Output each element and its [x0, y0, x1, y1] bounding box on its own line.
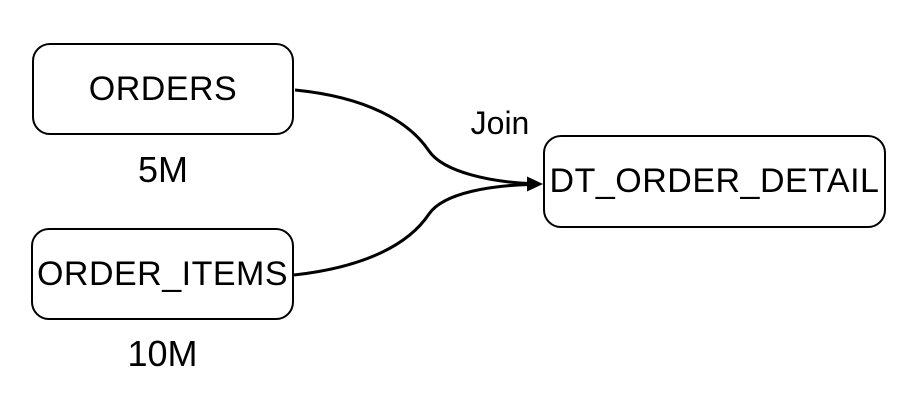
order-items-row-count: 10M — [127, 333, 198, 374]
node-order-items: ORDER_ITEMS — [31, 228, 294, 320]
node-order-items-label: ORDER_ITEMS — [36, 254, 289, 293]
orders-row-count: 5M — [137, 149, 188, 190]
node-dt-order-detail-label: DT_ORDER_DETAIL — [549, 162, 880, 200]
node-dt-order-detail: DT_ORDER_DETAIL — [543, 135, 886, 228]
arrowhead-icon — [527, 176, 543, 192]
join-edge-label: Join — [470, 105, 530, 141]
node-orders: ORDERS — [32, 43, 294, 135]
node-orders-label: ORDERS — [88, 69, 238, 108]
edge-orders-to-detail — [294, 88, 530, 185]
edge-order-items-to-detail — [293, 183, 530, 277]
